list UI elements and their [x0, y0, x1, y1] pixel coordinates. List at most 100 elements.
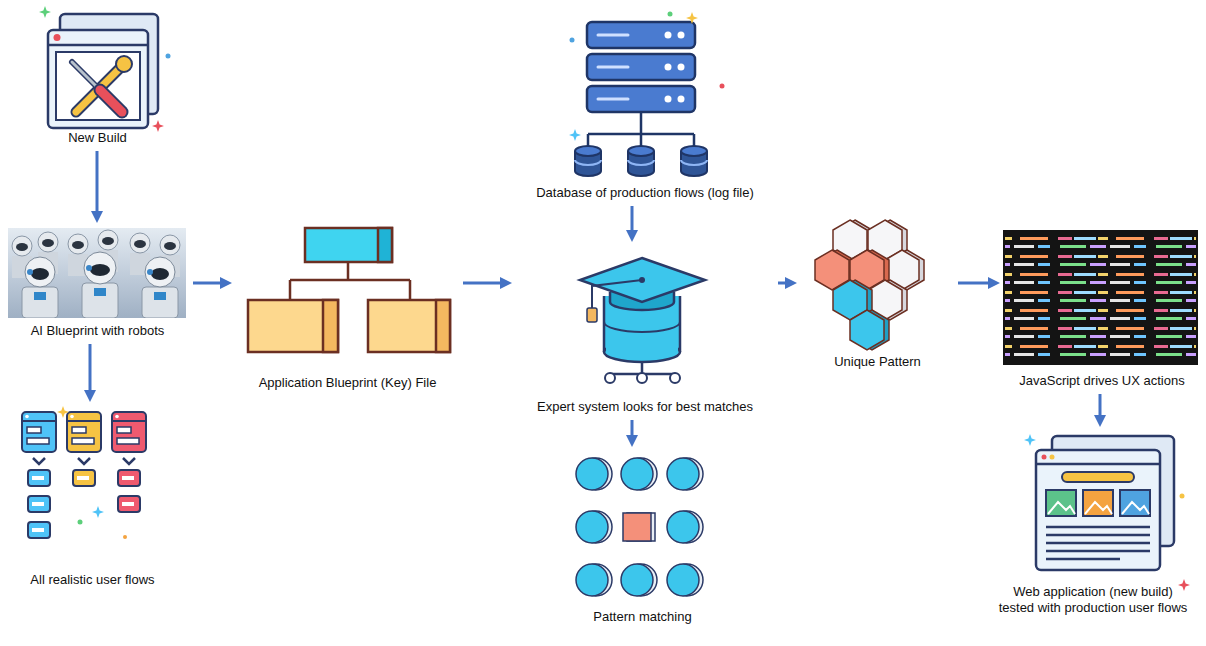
web-app-icon	[1050, 455, 1055, 460]
new-build-icon	[48, 14, 158, 128]
robots-photo	[147, 269, 153, 275]
icon-node: Expert system looks for best matches	[515, 245, 775, 417]
robots-photo	[154, 292, 166, 300]
blueprint-icon	[248, 300, 338, 352]
pattern-grid-icon	[667, 564, 699, 596]
node-caption: Database of production flows (log file)	[536, 185, 754, 201]
node-caption: Application Blueprint (Key) File	[259, 375, 437, 391]
node-caption: JavaScript drives UX actions	[1019, 373, 1184, 389]
robots-photo	[94, 288, 106, 296]
blueprint-icon	[378, 228, 392, 262]
web-app-icon	[1062, 472, 1134, 482]
sparkle	[720, 84, 725, 89]
flow-arrow	[631, 420, 634, 443]
user-flows-icon	[118, 496, 140, 512]
database-icon	[598, 35, 628, 99]
sparkle	[1024, 434, 1036, 446]
icon-node: New Build	[30, 6, 165, 148]
new-build-icon	[100, 90, 122, 112]
hexagon-icon	[850, 310, 884, 350]
robots-photo	[145, 257, 175, 287]
code-image	[1003, 230, 1198, 365]
pattern-grid-icon	[576, 511, 608, 543]
flow-arrow	[193, 282, 228, 285]
user-flows-icon	[67, 412, 101, 464]
database-icon	[678, 32, 685, 39]
user-flows-icon	[28, 470, 50, 486]
image-node: JavaScript drives UX actions	[1003, 226, 1201, 391]
new-build-icon	[48, 44, 148, 47]
database-icon	[681, 146, 707, 176]
sparkle	[39, 6, 1190, 591]
pattern-grid-icon	[576, 458, 703, 596]
user-flows-icon	[28, 522, 50, 538]
web-app-icon	[1036, 436, 1174, 570]
node-caption: AI Blueprint with robots	[31, 323, 165, 339]
blueprint-icon	[323, 300, 338, 352]
pattern-grid-icon	[576, 458, 608, 490]
blueprint-icon	[436, 300, 450, 352]
photo-node: AI Blueprint with robots	[5, 226, 190, 341]
flow-arrow	[463, 282, 508, 285]
database-icon	[678, 64, 685, 71]
sparkle	[569, 129, 581, 141]
database-icon	[575, 22, 707, 176]
robots-photo	[82, 283, 118, 318]
blueprint-icon	[248, 228, 450, 352]
node-caption: Pattern matching	[593, 609, 691, 625]
robots-photo	[142, 287, 178, 318]
database-icon	[575, 146, 601, 176]
expert-system-icon	[580, 258, 705, 383]
expert-system-icon	[670, 373, 680, 383]
sparkle	[686, 12, 698, 24]
user-flows-icon	[28, 496, 50, 512]
flow-arrow	[89, 344, 92, 398]
node-caption: Web application (new build) tested with …	[996, 584, 1191, 616]
robots-photo	[22, 287, 58, 318]
node-caption: New Build	[68, 130, 127, 146]
robots-photo	[42, 239, 54, 247]
database-icon	[665, 96, 672, 103]
database-icon	[665, 64, 672, 71]
user-flows-icon	[112, 412, 146, 464]
flow-arrow	[96, 151, 99, 219]
sparkle	[92, 506, 104, 518]
sparkle	[570, 38, 575, 43]
flow-arrow	[1099, 394, 1102, 423]
robots-photo	[68, 234, 88, 254]
expert-system-icon	[639, 277, 645, 283]
robots-photo	[90, 264, 110, 276]
sparkle	[166, 54, 171, 59]
robots-photo	[164, 242, 176, 250]
expert-system-icon	[580, 258, 705, 302]
sparkle	[152, 120, 164, 132]
sparkle	[39, 6, 51, 18]
icon-node: All realistic user flows	[5, 405, 180, 590]
blueprint-icon	[368, 300, 450, 352]
database-icon	[665, 32, 672, 39]
sparkle	[57, 406, 69, 418]
icon-node: Web application (new build) tested with …	[982, 430, 1204, 618]
icon-node: Unique Pattern	[800, 222, 955, 372]
expert-system-icon	[605, 373, 615, 383]
code-image	[1005, 232, 1196, 363]
robots-photo	[72, 241, 84, 249]
new-build-icon	[116, 56, 132, 72]
flow-arrow	[958, 282, 996, 285]
database-icon	[628, 146, 654, 176]
web-app-icon	[1036, 463, 1160, 466]
icon-node: Application Blueprint (Key) File	[235, 222, 460, 393]
robots-photo	[16, 243, 28, 251]
robots-photo	[160, 235, 180, 255]
blueprint-icon	[290, 262, 410, 300]
expert-system-icon	[587, 308, 597, 322]
pattern-grid-icon	[667, 458, 699, 490]
pattern-grid-icon	[576, 564, 608, 596]
user-flows-icon	[22, 412, 146, 538]
node-caption: All realistic user flows	[30, 572, 154, 588]
database-icon	[678, 96, 685, 103]
pattern-grid-icon	[667, 511, 699, 543]
